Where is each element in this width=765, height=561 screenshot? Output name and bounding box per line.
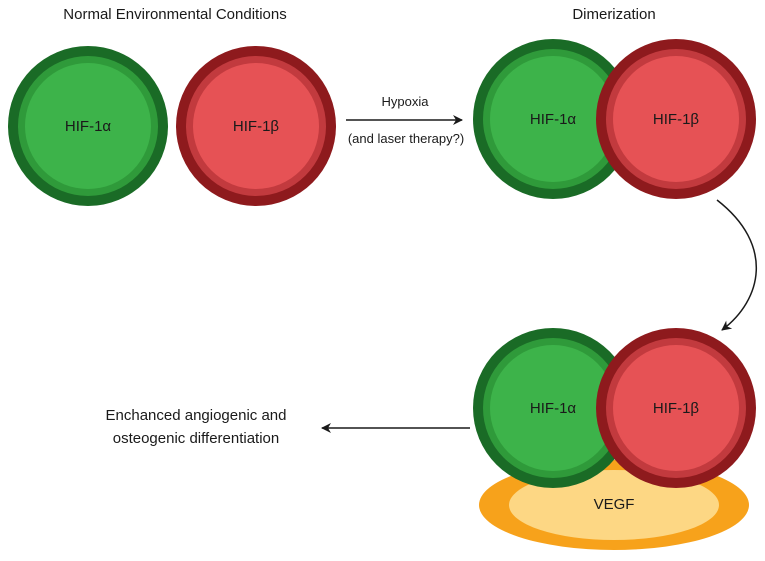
outcome-line-2: osteogenic differentiation xyxy=(113,430,280,447)
hif1a-subunit-bound: HIF-1α xyxy=(473,328,633,488)
hif1b-label: HIF-1β xyxy=(653,400,700,417)
arrow-label-hypoxia: Hypoxia xyxy=(382,94,430,109)
hif1b-label: HIF-1β xyxy=(233,118,280,135)
title-dimerization: Dimerization xyxy=(572,6,655,23)
hif-dimer-bottom: HIF-1α HIF-1β xyxy=(473,328,756,488)
title-normal-conditions: Normal Environmental Conditions xyxy=(63,6,286,23)
hif1b-subunit-bound: HIF-1β xyxy=(596,328,756,488)
outcome-text: Enchanced angiogenic and osteogenic diff… xyxy=(106,407,287,447)
vegf-label: VEGF xyxy=(594,496,635,513)
hif1a-subunit-dimer: HIF-1α xyxy=(473,39,633,199)
hif1a-subunit-normal: HIF-1α xyxy=(8,46,168,206)
arrow-label-laser-therapy: (and laser therapy?) xyxy=(348,131,464,146)
hif1b-subunit-normal: HIF-1β xyxy=(176,46,336,206)
curved-arrow-down xyxy=(716,199,757,331)
outcome-line-1: Enchanced angiogenic and xyxy=(106,407,287,424)
hypoxia-arrow: Hypoxia (and laser therapy?) xyxy=(346,94,464,146)
hif1b-subunit-dimer: HIF-1β xyxy=(596,39,756,199)
hif1b-label: HIF-1β xyxy=(653,111,700,128)
hif1a-label: HIF-1α xyxy=(65,118,112,135)
hif1a-label: HIF-1α xyxy=(530,400,577,417)
hif1a-label: HIF-1α xyxy=(530,111,577,128)
hif-dimer-top: HIF-1α HIF-1β xyxy=(473,39,756,199)
